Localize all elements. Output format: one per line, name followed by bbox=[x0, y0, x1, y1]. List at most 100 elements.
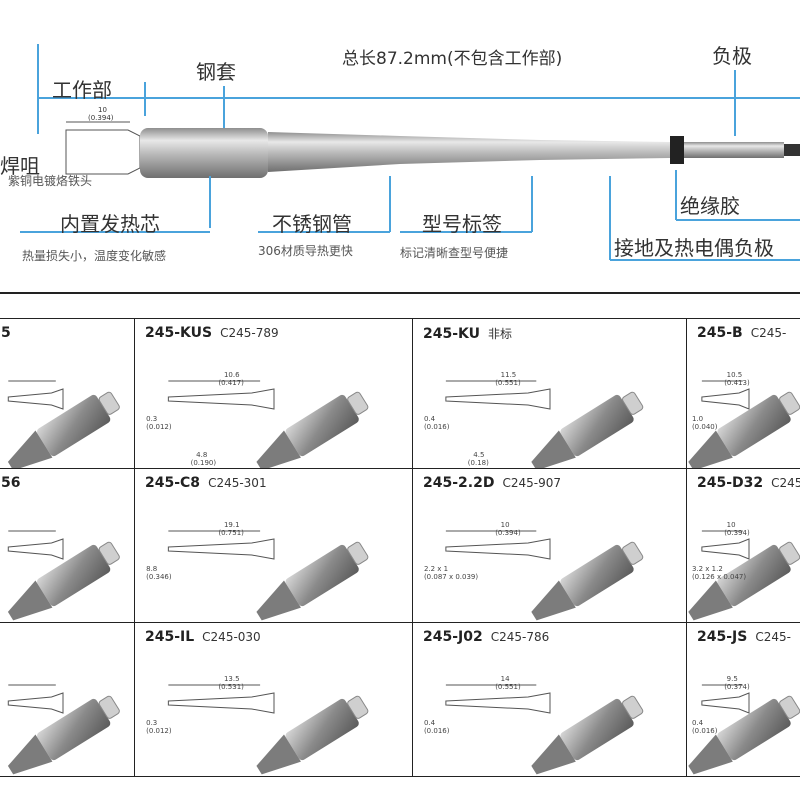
total-length-label: 总长87.2mm(不包含工作部) bbox=[342, 49, 563, 69]
model-label: 型号标签 bbox=[422, 212, 502, 236]
tip-drawing bbox=[445, 684, 644, 775]
steel-tube-note: 306材质导热更快 bbox=[258, 244, 353, 258]
iron-tip-illustration bbox=[20, 44, 800, 261]
tip-model-code: 245-B bbox=[697, 325, 743, 341]
tip-model-code: 5 bbox=[1, 325, 11, 341]
tip-model-code: 245-C8 bbox=[145, 475, 201, 491]
dimension-label: (0.394) bbox=[495, 529, 521, 537]
dimension-label: (0.531) bbox=[218, 683, 244, 691]
tip-model-name: 5 bbox=[1, 325, 19, 341]
tip-drawing bbox=[445, 530, 644, 621]
dimension-label: (0.413) bbox=[724, 379, 750, 387]
steel-sleeve-label: 钢套 bbox=[196, 60, 236, 84]
dimension-label: (0.012) bbox=[146, 727, 172, 735]
tip-model-name: 56 bbox=[1, 475, 28, 491]
tip-part-number: C245- bbox=[750, 326, 787, 340]
dimension-label: 10 bbox=[500, 521, 510, 529]
steel-tube-label: 不锈钢管 bbox=[272, 212, 352, 236]
tip-part-number: C245- bbox=[755, 630, 791, 644]
solder-tip-label: 焊咀 bbox=[0, 154, 40, 178]
tip-model-code: 245-IL bbox=[145, 629, 195, 645]
tip-drawing bbox=[167, 380, 369, 469]
tip-model-name: 245-JS C245- bbox=[697, 629, 791, 645]
dimension-label: (0.087 x 0.039) bbox=[423, 573, 479, 581]
dimension-label: (0.417) bbox=[218, 379, 244, 387]
dimension-label: 0.4 bbox=[691, 719, 704, 727]
model-label-note: 标记清晰查型号便捷 bbox=[400, 246, 509, 260]
dimension-label: 8.8 bbox=[146, 565, 158, 573]
tip-cell[interactable]: 245-2.2D C245-907 10(0.394) 2.2 x 1(0.087 x… bbox=[412, 468, 688, 624]
insulation-label: 绝缘胶 bbox=[680, 194, 740, 218]
tip-cell[interactable]: 56 bbox=[0, 468, 136, 624]
tip-drawing bbox=[445, 380, 644, 469]
dimension-label: 2.2 x 1 bbox=[423, 565, 449, 573]
tip-model-code: 245-J02 bbox=[423, 629, 483, 645]
work-part-label: 工作部 bbox=[52, 78, 112, 102]
dimension-label: (0.551) bbox=[495, 379, 521, 387]
dimension-label: 11.5 bbox=[500, 371, 517, 379]
dimension-label: 0.3 bbox=[146, 415, 158, 423]
tip-anatomy-diagram: 总长87.2mm(不包含工作部) 工作部 钢套 负极 焊咀 紫铜电镀烙铁头 内置… bbox=[0, 0, 800, 290]
dimension-label: (0.040) bbox=[691, 423, 718, 431]
tip-model-name: 245-J02 C245-786 bbox=[423, 629, 549, 645]
tip-part-number: C245- bbox=[771, 476, 800, 490]
dimension-label: 14 bbox=[500, 675, 510, 683]
tip-part-number: C245-786 bbox=[490, 630, 550, 644]
dimension-label: (0.190) bbox=[190, 459, 217, 467]
dimension-label: 1.0 bbox=[691, 415, 704, 423]
tip-drawing bbox=[688, 530, 800, 621]
tip-model-name: 245-2.2D C245-907 bbox=[423, 475, 561, 491]
tip-drawing bbox=[688, 684, 800, 775]
dimension-label: (0.551) bbox=[495, 683, 521, 691]
tip-part-number: C245-301 bbox=[208, 476, 267, 490]
tip-cell[interactable]: 245-D32C245-10(0.394)3.2 x 1.2(0.126 x 0… bbox=[686, 468, 800, 624]
tip-model-name: 245-C8 C245-301 bbox=[145, 475, 267, 491]
dimension-label: 9.5 bbox=[726, 675, 738, 683]
tip-drawing bbox=[7, 380, 120, 469]
heater-note: 热量损失小，温度变化敏感 bbox=[22, 249, 167, 263]
negative-label: 负极 bbox=[712, 44, 752, 68]
tip-part-number: 非标 bbox=[488, 327, 513, 341]
tip-model-code: 245-JS bbox=[697, 629, 748, 645]
dimension-label: (0.016) bbox=[691, 727, 718, 735]
tip-part-number: C245-907 bbox=[502, 476, 561, 490]
dimension-label: 0.4 bbox=[423, 415, 436, 423]
dimension-label: 19.1 bbox=[223, 521, 240, 529]
dimension-label: 3.2 x 1.2 bbox=[691, 565, 723, 573]
tip-model-code: 56 bbox=[1, 475, 21, 491]
tip-model-code: 245-D32 bbox=[697, 475, 764, 491]
tip-cell[interactable]: 245-J02 C245-786 14(0.551) 0.4(0.016) bbox=[412, 622, 688, 777]
tip-model-code: 245-2.2D bbox=[423, 475, 495, 491]
dimension-label: 4.8 bbox=[196, 451, 208, 459]
dimension-label: (0.016) bbox=[423, 423, 450, 431]
tip-cell[interactable]: 245-C8 C245-301 19.1(0.751) 8.8(0.346) bbox=[134, 468, 414, 624]
tip-model-name: 245-D32 C245- bbox=[697, 475, 800, 491]
tip-cell[interactable]: 5 bbox=[0, 318, 136, 470]
tip-cell[interactable]: 245-JS C245- 9.5(0.374) 0.4(0.016) bbox=[686, 622, 800, 777]
dimension-label: (0.374) bbox=[724, 683, 750, 691]
heater-label: 内置发热芯 bbox=[60, 212, 160, 236]
tip-drawing bbox=[7, 530, 120, 621]
divider bbox=[0, 292, 800, 294]
tip-cell[interactable]: 245-B C245- 10.5(0.413) 1.0(0.040) bbox=[686, 318, 800, 470]
tip-model-name: 245-B C245- bbox=[697, 325, 786, 341]
dimension-label: (0.346) bbox=[146, 573, 172, 581]
dimension-label: 10 bbox=[726, 521, 736, 529]
dimension-label: (0.18) bbox=[467, 459, 489, 467]
tip-drawing bbox=[688, 380, 800, 469]
dimension-label: (0.126 x 0.047) bbox=[691, 573, 747, 581]
dimension-label: 10.5 bbox=[726, 371, 743, 379]
dimension-label: (0.016) bbox=[423, 727, 450, 735]
dimension-label: 0.4 bbox=[423, 719, 436, 727]
tip-dimension: 10 bbox=[98, 106, 107, 114]
dimension-label: (0.751) bbox=[218, 529, 244, 537]
dimension-label: 0.3 bbox=[146, 719, 158, 727]
dimension-label: 13.5 bbox=[223, 675, 240, 683]
tip-cell[interactable] bbox=[0, 622, 136, 777]
